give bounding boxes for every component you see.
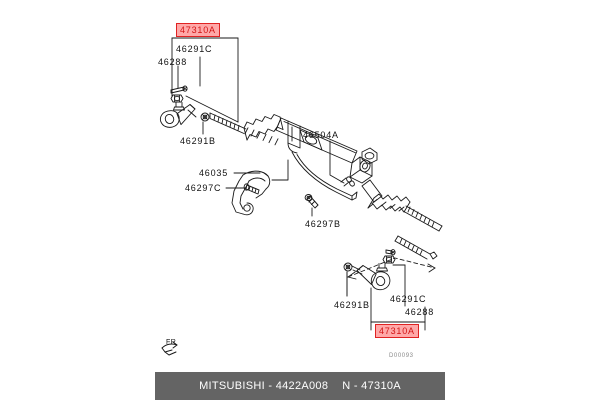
caption-part-number: N - 47310A: [342, 380, 401, 392]
callout-46504a: 46504A: [303, 130, 339, 140]
part-inner-tie-rod-right: [402, 205, 443, 232]
part-47310a-tie-rod-end-left: [159, 102, 197, 128]
callout-46297c: 46297C: [185, 183, 222, 193]
front-direction-label: FR: [166, 339, 177, 346]
part-steering-boot-right: [367, 193, 411, 213]
caption-bar: MITSUBISHI - 4422A008 N - 47310A: [155, 372, 445, 400]
callout-46291c-top: 46291C: [176, 44, 213, 54]
part-46291b-nut-right: [343, 262, 353, 272]
highlight-47310a-bottom[interactable]: 47310A: [375, 324, 419, 338]
part-46291c-nut-right: [382, 255, 396, 264]
part-46035-mounting-bracket: [231, 170, 271, 216]
callout-46291c-bottom: 46291C: [390, 294, 427, 304]
part-inner-tie-rod-left: [209, 112, 247, 134]
part-46288-bolt-right: [385, 249, 396, 256]
leader-46035-to-housing: [271, 159, 289, 181]
highlight-47310a-top[interactable]: 47310A: [176, 23, 220, 37]
front-direction-arrow-icon: [161, 341, 178, 356]
part-46297c-bolt: [243, 183, 260, 195]
callout-46297b: 46297B: [305, 219, 341, 229]
part-46291c-nut: [170, 94, 184, 103]
leader-46504a: [329, 140, 345, 184]
callout-46291b-bottom: 46291B: [334, 300, 370, 310]
bracket-top-left: [171, 37, 239, 123]
diagram-code: D00093: [389, 353, 414, 359]
part-46504a-steering-gear-housing: [275, 117, 383, 203]
callout-46035: 46035: [199, 168, 229, 178]
callout-46288-top: 46288: [158, 57, 188, 67]
callout-46291b-mid: 46291B: [180, 136, 216, 146]
part-46288-bolt: [170, 85, 188, 94]
caption-brand-part: MITSUBISHI - 4422A008: [199, 380, 329, 392]
part-46291b-nut-left: [200, 112, 210, 122]
part-47310a-tie-rod-end-right: [343, 235, 438, 291]
callout-46288-bottom: 46288: [405, 307, 435, 317]
part-steering-boot-left: [243, 114, 284, 146]
part-46297b-bolt: [304, 194, 319, 209]
